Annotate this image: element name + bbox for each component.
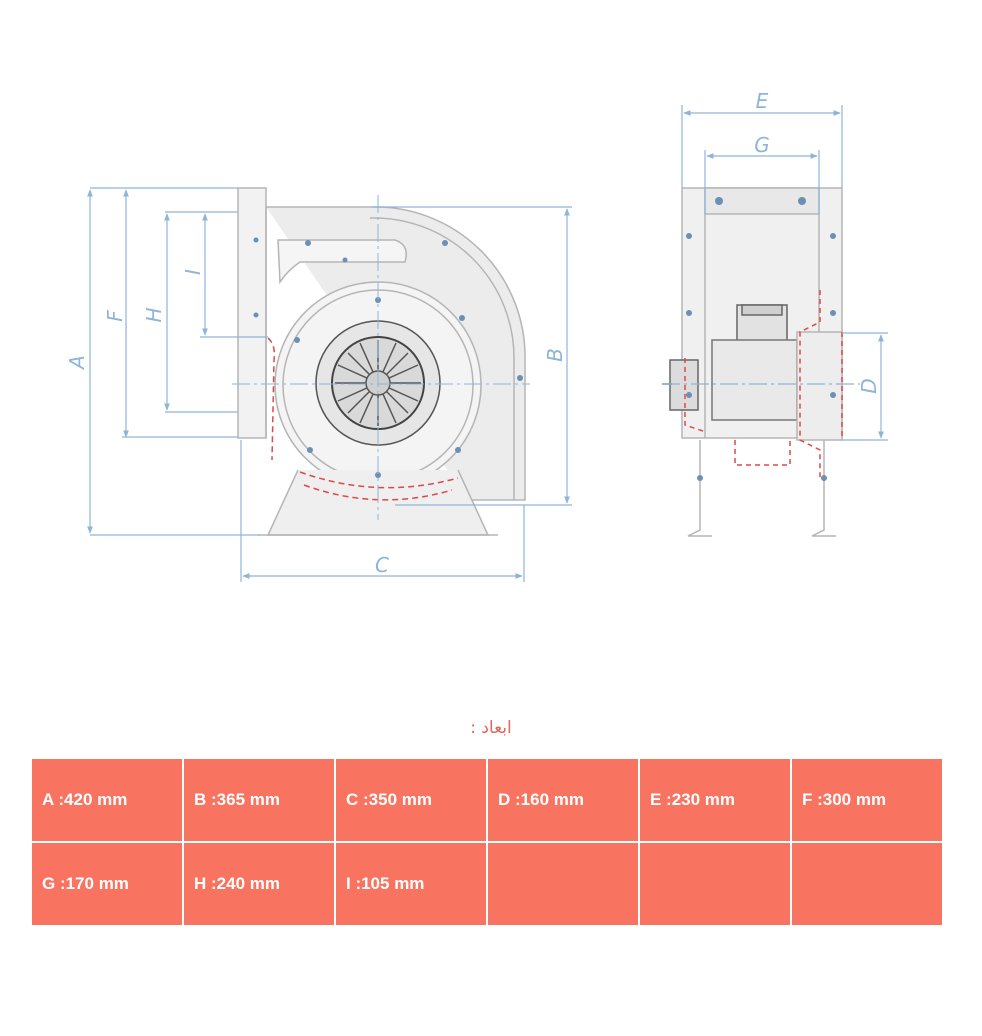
- table-cell: I :105 mm: [336, 843, 486, 925]
- table-row: A :420 mm B :365 mm C :350 mm D :160 mm …: [32, 759, 942, 841]
- table-cell: B :365 mm: [184, 759, 334, 841]
- side-highlight: [684, 290, 843, 478]
- dim-label-h: H: [142, 307, 166, 322]
- fan-technical-drawing: A F H I B C E G D: [65, 89, 888, 582]
- dim-label-i: I: [181, 269, 205, 275]
- table-cell: [792, 843, 942, 925]
- table-cell: [488, 843, 638, 925]
- table-cell: [640, 843, 790, 925]
- table-cell: F :300 mm: [792, 759, 942, 841]
- front-view: [237, 187, 526, 536]
- dim-label-a: A: [65, 355, 89, 371]
- table-cell: D :160 mm: [488, 759, 638, 841]
- side-dimensions: [662, 105, 888, 441]
- table-row: G :170 mm H :240 mm I :105 mm: [32, 843, 942, 925]
- dimensions-table: A :420 mm B :365 mm C :350 mm D :160 mm …: [30, 757, 944, 927]
- front-dimensions: [87, 187, 572, 582]
- dim-label-e: E: [756, 89, 769, 113]
- dim-label-b: B: [543, 348, 567, 362]
- table-cell: H :240 mm: [184, 843, 334, 925]
- dim-label-d: D: [857, 378, 881, 393]
- table-cell: G :170 mm: [32, 843, 182, 925]
- side-view: [662, 187, 843, 537]
- dim-label-c: C: [375, 553, 389, 577]
- table-cell: A :420 mm: [32, 759, 182, 841]
- dim-label-g: G: [754, 133, 770, 157]
- dimensions-caption: ابعاد :: [470, 718, 512, 738]
- table-cell: C :350 mm: [336, 759, 486, 841]
- dim-label-f: F: [103, 310, 127, 322]
- table-cell: E :230 mm: [640, 759, 790, 841]
